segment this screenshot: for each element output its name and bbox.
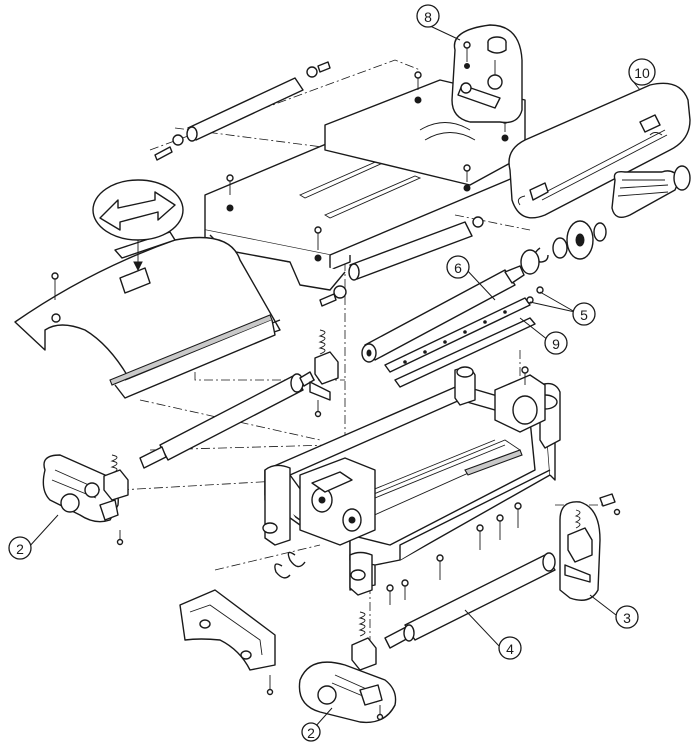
frame-screws (386, 366, 529, 605)
callout-9: 9 (544, 331, 568, 355)
callout-6: 6 (446, 255, 470, 279)
callout-label: 9 (552, 336, 560, 352)
main-frame (262, 366, 561, 596)
retaining-rings (274, 551, 306, 579)
belt-drive-group (508, 82, 691, 219)
leader-lines (27, 24, 641, 728)
callout-label: 2 (16, 541, 24, 557)
callout-2-lower: 2 (301, 722, 321, 742)
right-spring-group (559, 493, 621, 601)
feed-roller (361, 265, 525, 363)
callout-3: 3 (615, 605, 639, 629)
outfeed-roller (139, 371, 315, 469)
upper-roller-left (154, 61, 331, 161)
callout-label: 4 (506, 641, 514, 657)
knife-bar (384, 286, 544, 388)
callout-label: 8 (424, 9, 432, 25)
infeed-roller (384, 552, 556, 649)
crank-group (451, 24, 523, 124)
callout-label: 10 (634, 65, 650, 81)
dust-cover (14, 231, 281, 399)
callout-8: 8 (416, 4, 440, 28)
callout-label: 5 (580, 307, 588, 323)
left-chain-group-lower (298, 661, 397, 724)
callout-label: 3 (623, 610, 631, 626)
callout-4: 4 (498, 636, 522, 660)
callout-10: 10 (628, 58, 656, 86)
spring-block-upper (309, 329, 339, 418)
callout-label: 6 (454, 260, 462, 276)
gear-train (520, 165, 691, 275)
front-cover (179, 589, 276, 696)
callout-2-upper: 2 (8, 536, 32, 560)
direction-label (92, 179, 184, 272)
callout-label: 2 (307, 725, 315, 741)
callout-5: 5 (572, 302, 596, 326)
left-chain-group-upper (42, 454, 129, 546)
upper-roller-right (319, 216, 484, 307)
spring-block-lower (351, 611, 377, 671)
